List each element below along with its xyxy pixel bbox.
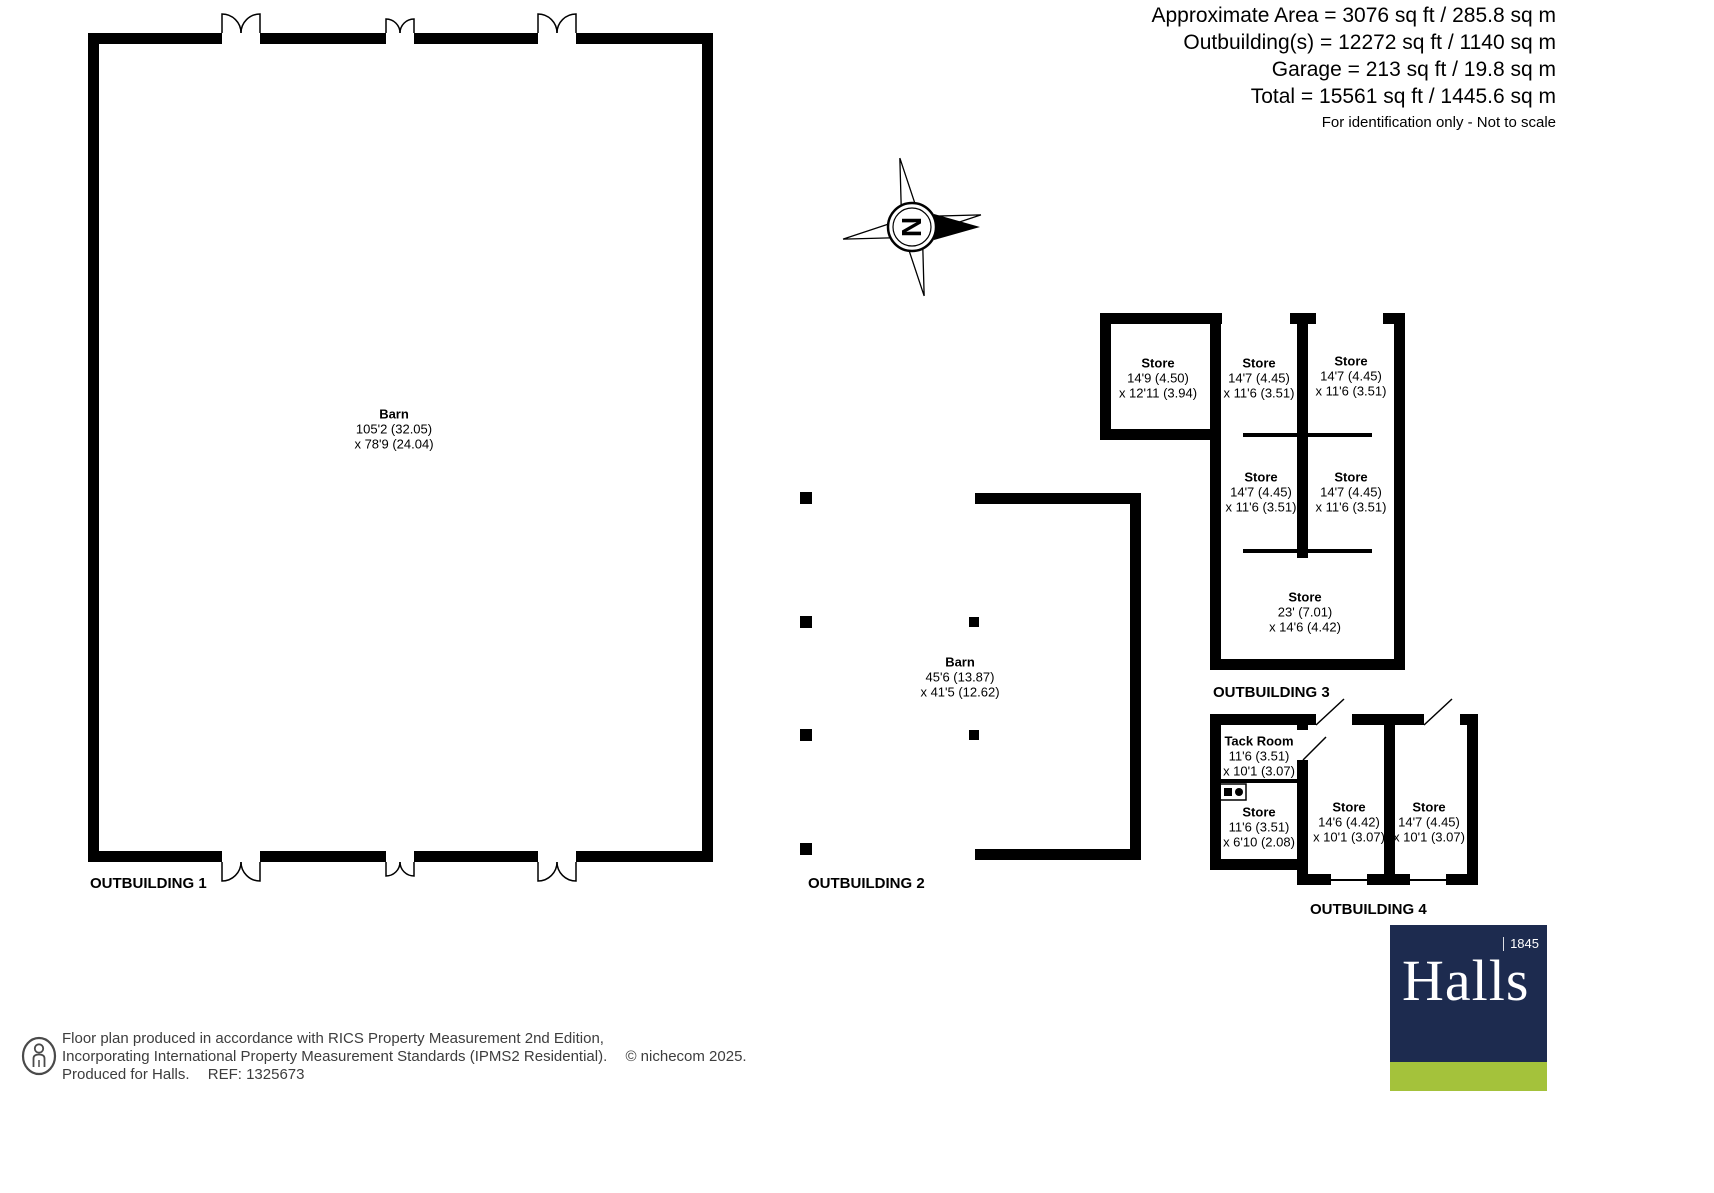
outbuilding2-walls xyxy=(800,492,1141,860)
room-name: Store xyxy=(1332,799,1366,815)
outbuilding4-label: OUTBUILDING 4 xyxy=(1310,901,1427,918)
door-leaf xyxy=(1302,736,1327,761)
room-dim: x 10'1 (3.07) xyxy=(1313,829,1385,845)
halls-logo: 1845 Halls xyxy=(1390,925,1547,1091)
room-dim: x 11'6 (3.51) xyxy=(1315,383,1387,399)
outbuilding3-walls xyxy=(1100,313,1405,670)
room-dim: x 78'9 (24.04) xyxy=(354,436,434,452)
room-dim: 14'7 (4.45) xyxy=(1228,370,1290,386)
room-dim: x 6'10 (2.08) xyxy=(1223,834,1295,850)
approximate-area-line: Approximate Area = 3076 sq ft / 285.8 sq… xyxy=(1151,4,1557,27)
person-icon xyxy=(21,1036,57,1076)
footer-disclaimer: Floor plan produced in accordance with R… xyxy=(62,1030,747,1084)
room-label-ob1-barn: Barn 105'2 (32.05) x 78'9 (24.04) xyxy=(354,407,433,452)
total-area-line: Total = 15561 sq ft / 1445.6 sq m xyxy=(1250,85,1556,108)
footer-line1: Floor plan produced in accordance with R… xyxy=(62,1030,604,1047)
pillar xyxy=(969,617,979,627)
logo-established-year: 1845 xyxy=(1503,937,1539,951)
room-dim: x 11'6 (3.51) xyxy=(1225,499,1297,515)
room-name: Store xyxy=(1244,469,1278,485)
room-name: Barn xyxy=(945,654,975,670)
room-label-ob2-barn: Barn 45'6 (13.87) x 41'5 (12.62) xyxy=(920,655,999,700)
room-name: Store xyxy=(1242,355,1276,371)
room-dim: 11'6 (3.51) xyxy=(1228,748,1290,764)
room-dim: x 10'1 (3.07) xyxy=(1393,829,1465,845)
footer-line2: Incorporating International Property Mea… xyxy=(62,1048,608,1065)
room-dim: x 10'1 (3.07) xyxy=(1223,763,1295,779)
footer-line3-row: Produced for Halls. REF: 1325673 xyxy=(62,1066,747,1084)
room-dim: x 11'6 (3.51) xyxy=(1223,385,1295,401)
room-name: Tack Room xyxy=(1224,733,1294,749)
logo-green-stripe xyxy=(1390,1062,1547,1091)
room-name: Store xyxy=(1242,804,1276,820)
room-dim: x 14'6 (4.42) xyxy=(1269,619,1341,635)
stove-icon xyxy=(1219,783,1247,801)
room-name: Store xyxy=(1141,355,1175,371)
pillar xyxy=(800,492,812,504)
outbuilding3-label: OUTBUILDING 3 xyxy=(1213,684,1330,701)
room-name: Store xyxy=(1412,799,1446,815)
room-label-ob4-store1: Store 11'6 (3.51) x 6'10 (2.08) xyxy=(1223,805,1295,850)
room-dim: 14'7 (4.45) xyxy=(1320,368,1382,384)
compass-icon: N xyxy=(842,157,982,297)
logo-brand-text: Halls xyxy=(1402,948,1530,1013)
room-label-ob3-store4: Store 14'7 (4.45) x 11'6 (3.51) xyxy=(1226,470,1297,515)
room-label-ob3-store6: Store 23' (7.01) x 14'6 (4.42) xyxy=(1269,590,1341,635)
footer-line2-row: Incorporating International Property Mea… xyxy=(62,1048,747,1066)
disclaimer-text: For identification only - Not to scale xyxy=(1321,114,1556,131)
garage-area-line: Garage = 213 sq ft / 19.8 sq m xyxy=(1271,58,1556,81)
outbuilding2-label: OUTBUILDING 2 xyxy=(808,875,925,892)
room-dim: 45'6 (13.87) xyxy=(925,669,995,685)
room-dim: 23' (7.01) xyxy=(1277,604,1333,620)
area-summary: Approximate Area = 3076 sq ft / 285.8 sq… xyxy=(1152,2,1557,133)
room-label-ob4-store2: Store 14'6 (4.42) x 10'1 (3.07) xyxy=(1313,800,1385,845)
room-dim: 14'9 (4.50) xyxy=(1127,370,1189,386)
room-label-ob3-store2: Store 14'7 (4.45) x 11'6 (3.51) xyxy=(1224,356,1295,401)
pillar xyxy=(800,729,812,741)
room-dim: x 12'11 (3.94) xyxy=(1118,385,1198,401)
room-dim: 11'6 (3.51) xyxy=(1228,819,1290,835)
room-dim: 14'7 (4.45) xyxy=(1230,484,1292,500)
outbuildings-area-line: Outbuilding(s) = 12272 sq ft / 1140 sq m xyxy=(1183,31,1556,54)
room-dim: 105'2 (32.05) xyxy=(355,421,433,437)
room-name: Store xyxy=(1334,469,1368,485)
room-label-ob4-store3: Store 14'7 (4.45) x 10'1 (3.07) xyxy=(1393,800,1465,845)
halls-logo-navy-block: 1845 Halls xyxy=(1390,925,1547,1062)
footer-ref: REF: 1325673 xyxy=(207,1066,305,1083)
room-name: Barn xyxy=(379,406,409,422)
room-name: Store xyxy=(1288,589,1322,605)
door-leaf xyxy=(1423,698,1453,726)
room-dim: 14'6 (4.42) xyxy=(1318,814,1380,830)
outbuilding1-walls xyxy=(88,13,713,882)
compass-arrow xyxy=(934,214,980,240)
outbuilding4-walls xyxy=(1210,698,1478,885)
door-arcs-ob1 xyxy=(221,13,577,882)
room-dim: x 11'6 (3.51) xyxy=(1315,499,1387,515)
room-label-ob3-store1: Store 14'9 (4.50) x 12'11 (3.94) xyxy=(1119,356,1197,401)
outbuilding1-label: OUTBUILDING 1 xyxy=(90,875,207,892)
door-leaf xyxy=(1315,698,1345,726)
footer-copyright: © nichecom 2025. xyxy=(625,1048,747,1065)
room-dim: x 41'5 (12.62) xyxy=(920,684,1000,700)
room-dim: 14'7 (4.45) xyxy=(1320,484,1382,500)
room-dim: 14'7 (4.45) xyxy=(1398,814,1460,830)
pillar xyxy=(800,616,812,628)
room-label-ob3-store5: Store 14'7 (4.45) x 11'6 (3.51) xyxy=(1316,470,1387,515)
footer-produced-for: Produced for Halls. xyxy=(62,1066,190,1083)
room-name: Store xyxy=(1334,353,1368,369)
room-label-ob4-tack-room: Tack Room 11'6 (3.51) x 10'1 (3.07) xyxy=(1223,734,1295,779)
room-label-ob3-store3: Store 14'7 (4.45) x 11'6 (3.51) xyxy=(1316,354,1387,399)
compass-north-label: N xyxy=(896,217,927,237)
pillar xyxy=(969,730,979,740)
pillar xyxy=(800,843,812,855)
